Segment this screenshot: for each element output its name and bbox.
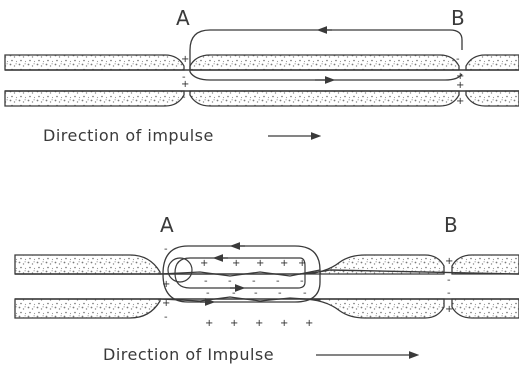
charge-sign: - xyxy=(300,276,304,287)
current-swirl xyxy=(168,258,192,282)
myelin-segment xyxy=(190,91,459,106)
charge-sign: - xyxy=(447,275,451,286)
axon-diagram-continuous: - + + - + + + + + - - - - - - - - - - + … xyxy=(15,244,519,329)
myelin-segment xyxy=(15,255,160,274)
charge-sign: + xyxy=(230,318,238,329)
node-label-a: A xyxy=(160,213,174,237)
figure-caption: Direction of impulse xyxy=(43,126,214,145)
figure-caption: Direction of Impulse xyxy=(103,345,274,364)
node-label-b: B xyxy=(444,213,458,237)
charge-sign: + xyxy=(255,318,263,329)
myelin-segment xyxy=(452,255,519,274)
charge-sign: - xyxy=(164,244,168,255)
myelin-segment xyxy=(466,91,519,106)
charge-sign: + xyxy=(280,318,288,329)
charge-sign: - xyxy=(278,288,282,299)
charge-sign: - xyxy=(228,276,232,287)
charge-sign: - xyxy=(276,276,280,287)
myelin-segment xyxy=(300,299,444,318)
charge-sign: - xyxy=(232,288,236,299)
charge-sign: - xyxy=(206,288,210,299)
charge-sign: + xyxy=(232,258,240,269)
charge-sign: + xyxy=(200,258,208,269)
myelin-segment xyxy=(452,299,519,318)
myelin-segment xyxy=(466,55,519,70)
charge-sign: + xyxy=(456,96,464,107)
charge-sign: + xyxy=(205,318,213,329)
charge-sign: - xyxy=(252,276,256,287)
charge-sign: - xyxy=(254,288,258,299)
charge-sign: - xyxy=(204,276,208,287)
charge-sign: + xyxy=(181,79,189,90)
myelin-segment xyxy=(5,91,184,106)
charge-sign: - xyxy=(182,92,186,103)
charge-sign: + xyxy=(445,304,453,315)
node-label-a: A xyxy=(176,6,190,30)
charge-sign: + xyxy=(305,318,313,329)
charge-sign: - xyxy=(164,312,168,323)
myelin-segment xyxy=(15,299,160,318)
charge-sign: + xyxy=(256,258,264,269)
charge-sign: + xyxy=(181,54,189,65)
charge-sign: + xyxy=(280,258,288,269)
axon-diagram-saltatory: + - + - - + + + xyxy=(5,30,519,107)
charge-sign: + xyxy=(162,279,170,290)
current-loop xyxy=(190,72,462,80)
charge-sign: - xyxy=(456,54,460,65)
node-label-b: B xyxy=(451,6,465,30)
charge-sign: - xyxy=(447,288,451,299)
charge-sign: + xyxy=(445,256,453,267)
charge-sign: + xyxy=(298,258,306,269)
myelin-segment xyxy=(5,55,184,70)
demyelinated-edge xyxy=(160,270,320,276)
charge-sign: + xyxy=(456,80,464,91)
myelin-segment xyxy=(190,55,459,70)
charge-sign: + xyxy=(162,298,170,309)
charge-sign: - xyxy=(303,288,307,299)
